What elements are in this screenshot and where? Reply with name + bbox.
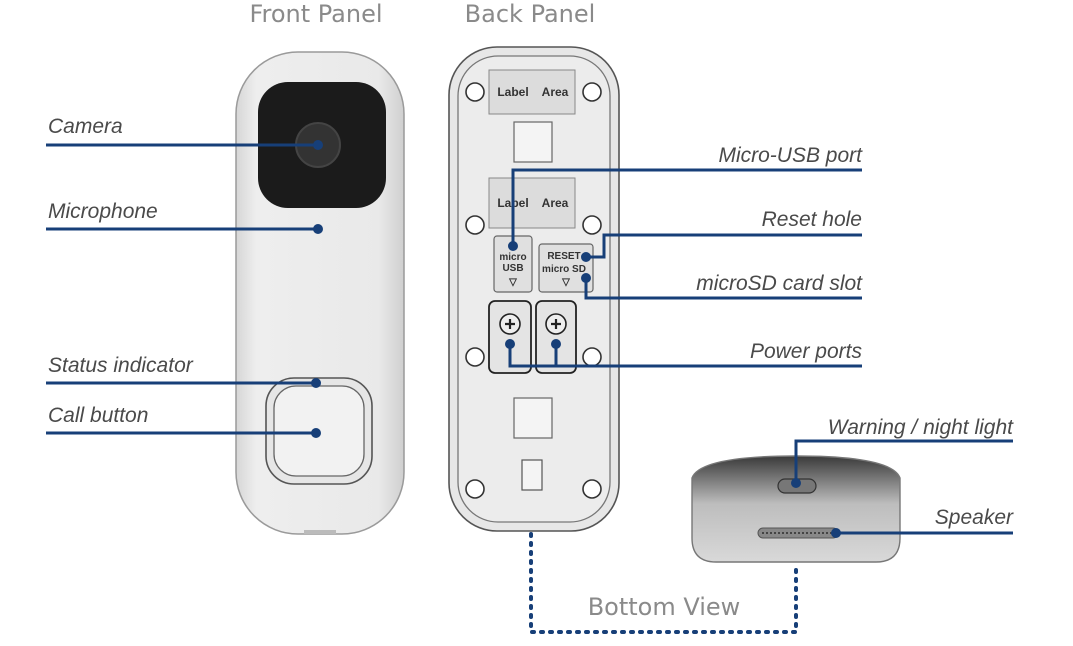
bottom-view-title: Bottom View [588,593,741,621]
mount-hole [465,479,485,499]
back-panel: Label Area Label Area micro USB ▽ RESET … [448,46,620,532]
mount-hole [582,479,602,499]
screw-left-head [505,319,515,329]
mount-hole [582,82,602,102]
mount-hole [465,215,485,235]
latch-cutout [521,459,543,491]
mount-hole [582,347,602,367]
front-bottom-vent [304,530,336,534]
microphone-label: Microphone [48,200,158,223]
micro-usb-label: Micro-USB port [718,144,863,167]
front-leaders [46,140,323,438]
warning-light-label: Warning / night light [828,416,1014,439]
label-area-mid-word2: Area [542,196,569,210]
sd-slot-plate [538,243,594,293]
label-area-top [488,69,576,115]
port-arrow: ▽ [508,277,517,288]
sd-arrow: ▽ [561,277,570,288]
port-text-micro: micro [499,252,526,263]
back-body-inner [457,55,611,523]
status-indicator-label: Status indicator [48,354,194,377]
power-ports-label: Power ports [750,340,863,363]
front-panel-title: Front Panel [249,0,382,28]
back-panel-title: Back Panel [465,0,596,28]
mount-hole [582,215,602,235]
power-port-right [535,300,577,374]
tab-cutout [513,121,553,163]
port-text-usb: USB [502,263,523,274]
speaker-label: Speaker [935,506,1014,529]
call-button-label: Call button [48,404,148,427]
camera-label: Camera [48,115,123,138]
bottom-body [691,455,901,563]
microsd-slot-label: microSD card slot [696,272,863,295]
label-area-top-word2: Area [542,85,569,99]
reset-hole-label: Reset hole [762,208,862,231]
bottom-view [691,455,901,563]
back-leaders [505,168,862,368]
micro-sd-text: micro SD [542,264,586,275]
reset-text: RESET [547,251,580,262]
bottom-view-connector [529,532,798,634]
power-port-left [488,300,532,374]
mount-hole [465,82,485,102]
mount-hole [465,347,485,367]
tab-cutout-lower [513,397,553,439]
label-area-middle [488,177,576,229]
label-area-top-word1: Label [497,85,528,99]
front-panel [235,51,405,535]
bottom-leaders [791,439,1013,538]
screw-right-head [551,319,561,329]
